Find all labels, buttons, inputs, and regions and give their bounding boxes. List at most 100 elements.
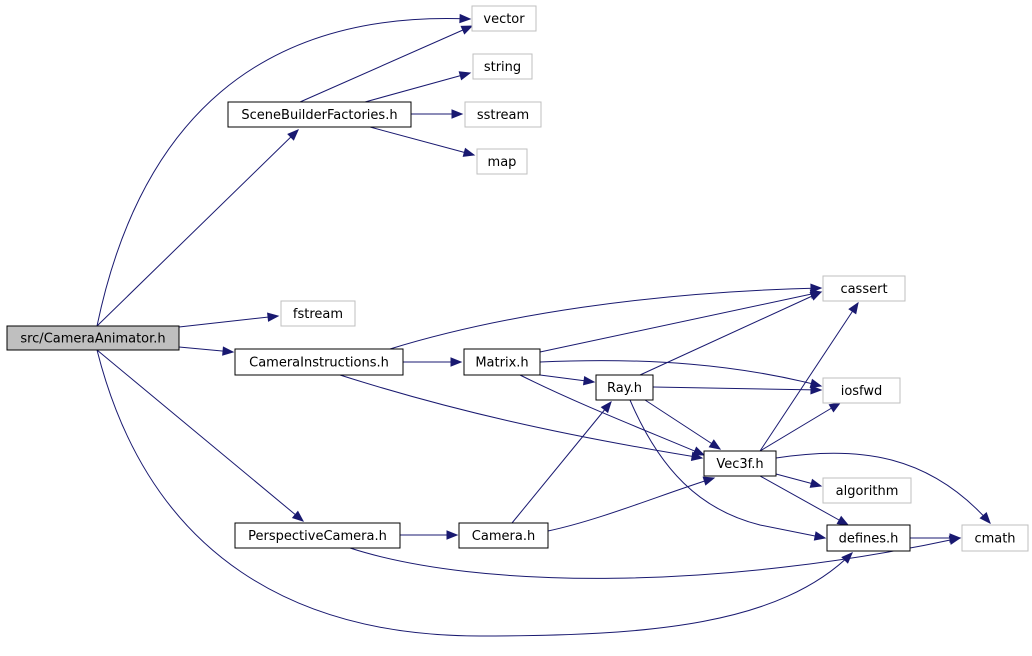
edge-scene-builder-to-sstream <box>411 109 464 119</box>
edge-line <box>299 25 473 103</box>
node-defines[interactable]: defines.h <box>826 524 911 552</box>
node-box <box>472 53 533 80</box>
node-box <box>234 348 404 376</box>
node-label: algorithm <box>836 484 899 499</box>
edge-camera-to-ray <box>511 400 612 524</box>
edge-vec3f-to-defines <box>759 475 850 526</box>
edge-line <box>369 126 475 156</box>
node-box <box>280 300 356 327</box>
node-label: PerspectiveCamera.h <box>248 529 387 544</box>
node-label: sstream <box>477 108 529 123</box>
edge-line <box>96 17 471 327</box>
node-box <box>595 374 654 401</box>
arrowhead-icon <box>708 439 722 450</box>
arrowhead-icon <box>287 129 299 141</box>
node-label: cassert <box>840 282 887 297</box>
node-label: CameraInstructions.h <box>249 356 389 371</box>
node-box <box>458 522 549 549</box>
node-map: map <box>476 148 528 175</box>
node-vec3f[interactable]: Vec3f.h <box>703 450 777 477</box>
node-box <box>822 377 901 404</box>
edge-matrix-to-iosfwd <box>539 360 823 388</box>
edge-line <box>759 302 859 452</box>
edge-camera-animator-to-camera-instructions <box>178 346 235 356</box>
node-label: vector <box>483 12 525 27</box>
node-box <box>227 101 412 128</box>
edge-vec3f-to-cmath <box>775 452 991 525</box>
edge-line <box>775 452 991 524</box>
edge-vec3f-to-cassert <box>759 301 859 452</box>
node-label: string <box>484 60 521 75</box>
node-camera[interactable]: Camera.h <box>458 522 549 549</box>
arrowhead-icon <box>460 25 474 35</box>
node-label: defines.h <box>839 532 899 547</box>
node-label: map <box>488 155 517 170</box>
edge-scene-builder-to-map <box>369 126 476 157</box>
edge-camera-instructions-to-cassert <box>389 283 823 350</box>
edge-vec3f-to-iosfwd <box>759 402 842 452</box>
node-box <box>476 148 528 175</box>
edge-line <box>644 399 721 450</box>
node-fstream: fstream <box>280 300 356 327</box>
node-camera-instructions[interactable]: CameraInstructions.h <box>234 348 404 376</box>
node-box <box>464 101 542 128</box>
node-scene-builder[interactable]: SceneBuilderFactories.h <box>227 101 412 128</box>
node-label: SceneBuilderFactories.h <box>241 108 397 123</box>
arrowhead-icon <box>222 346 235 356</box>
node-label: cmath <box>974 532 1015 547</box>
edge-line <box>547 477 715 532</box>
edge-scene-builder-to-string <box>364 71 472 103</box>
node-algorithm: algorithm <box>822 477 912 504</box>
node-box <box>961 524 1029 552</box>
node-cmath: cmath <box>961 524 1029 552</box>
node-box <box>471 5 537 32</box>
node-ray[interactable]: Ray.h <box>595 374 654 401</box>
node-cassert: cassert <box>822 275 906 302</box>
edge-line <box>639 291 822 376</box>
node-matrix[interactable]: Matrix.h <box>463 348 541 376</box>
node-box <box>822 477 912 504</box>
arrowhead-icon <box>809 291 823 301</box>
arrowhead-icon <box>458 71 472 81</box>
edge-line <box>629 399 826 539</box>
arrowhead-icon <box>828 402 842 413</box>
edge-line <box>364 72 471 103</box>
arrowhead-icon <box>702 476 716 486</box>
node-string: string <box>472 53 533 80</box>
arrowhead-icon <box>291 510 305 522</box>
edge-ray-to-vec3f <box>644 399 722 450</box>
node-box <box>234 522 401 549</box>
arrowhead-icon <box>949 533 962 543</box>
node-layer: src/CameraAnimator.h SceneBuilderFactorie… <box>6 5 1029 552</box>
arrowhead-icon <box>267 312 280 322</box>
node-iosfwd: iosfwd <box>822 377 901 404</box>
node-perspective-camera[interactable]: PerspectiveCamera.h <box>234 522 401 549</box>
arrowhead-icon <box>813 531 827 541</box>
edge-camera-animator-to-fstream <box>178 312 280 328</box>
edge-perspective-camera-to-camera <box>400 530 459 540</box>
edge-matrix-to-vec3f <box>519 374 706 456</box>
arrowhead-icon <box>809 378 823 388</box>
arrowhead-icon <box>848 301 859 315</box>
edge-camera-instructions-to-matrix <box>403 357 463 367</box>
edge-ray-to-cassert <box>639 291 823 376</box>
edge-line <box>759 402 841 452</box>
node-box <box>6 325 180 351</box>
edge-ray-to-defines <box>629 399 827 541</box>
node-camera-animator[interactable]: src/CameraAnimator.h <box>6 325 180 351</box>
node-box <box>463 348 541 376</box>
edge-camera-animator-to-perspective-camera <box>96 349 305 522</box>
node-label: fstream <box>293 307 343 322</box>
edge-line <box>96 349 304 522</box>
arrowhead-icon <box>836 515 850 526</box>
node-box <box>822 275 906 302</box>
edge-line <box>511 401 612 524</box>
edge-line <box>349 537 961 579</box>
edge-vec3f-to-algorithm <box>775 473 823 488</box>
arrowhead-icon <box>692 446 706 456</box>
arrowhead-icon <box>451 109 464 119</box>
node-sstream: sstream <box>464 101 542 128</box>
node-label: Camera.h <box>472 529 535 544</box>
edge-camera-animator-to-defines <box>96 349 853 637</box>
